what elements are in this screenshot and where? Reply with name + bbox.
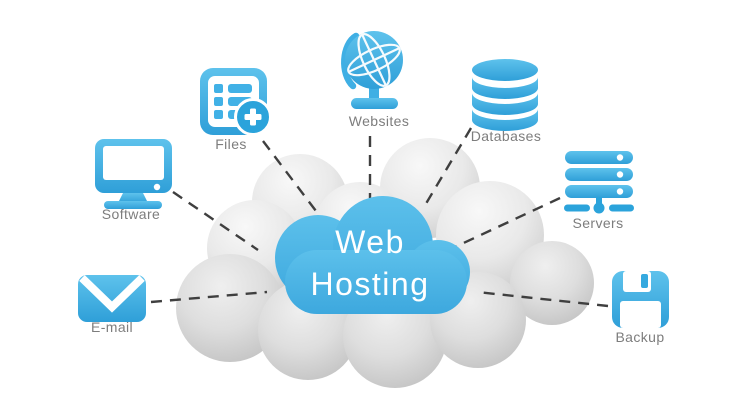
- connector-email: [150, 290, 268, 304]
- node-label-databases: Databases: [470, 128, 542, 144]
- document-add-icon: [200, 68, 272, 136]
- cloud-puff: [176, 254, 284, 362]
- node-label-servers: Servers: [572, 215, 624, 231]
- monitor-icon: [95, 139, 172, 209]
- node-label-files: Files: [215, 136, 247, 152]
- connector-servers: [454, 196, 561, 249]
- floppy-disk-icon: [612, 271, 669, 328]
- cloud-title-line2: Hosting: [310, 266, 430, 302]
- node-label-software: Software: [101, 206, 161, 222]
- connector-software: [172, 191, 259, 251]
- node-label-websites: Websites: [348, 113, 410, 129]
- connector-files: [262, 140, 317, 212]
- connectors: [150, 127, 609, 308]
- envelope-icon: [78, 275, 146, 322]
- database-icon: [472, 59, 538, 131]
- cloud-title: Web Hosting: [278, 221, 462, 305]
- globe-icon: [341, 31, 403, 109]
- node-label-email: E-mail: [90, 319, 134, 335]
- server-stack-icon: [564, 151, 634, 214]
- connector-databases: [422, 127, 473, 208]
- connector-backup: [476, 290, 609, 308]
- blue-cloud: [275, 196, 470, 314]
- cloud-puff: [510, 241, 594, 325]
- node-label-backup: Backup: [615, 329, 665, 345]
- cloud-title-line1: Web: [335, 224, 405, 260]
